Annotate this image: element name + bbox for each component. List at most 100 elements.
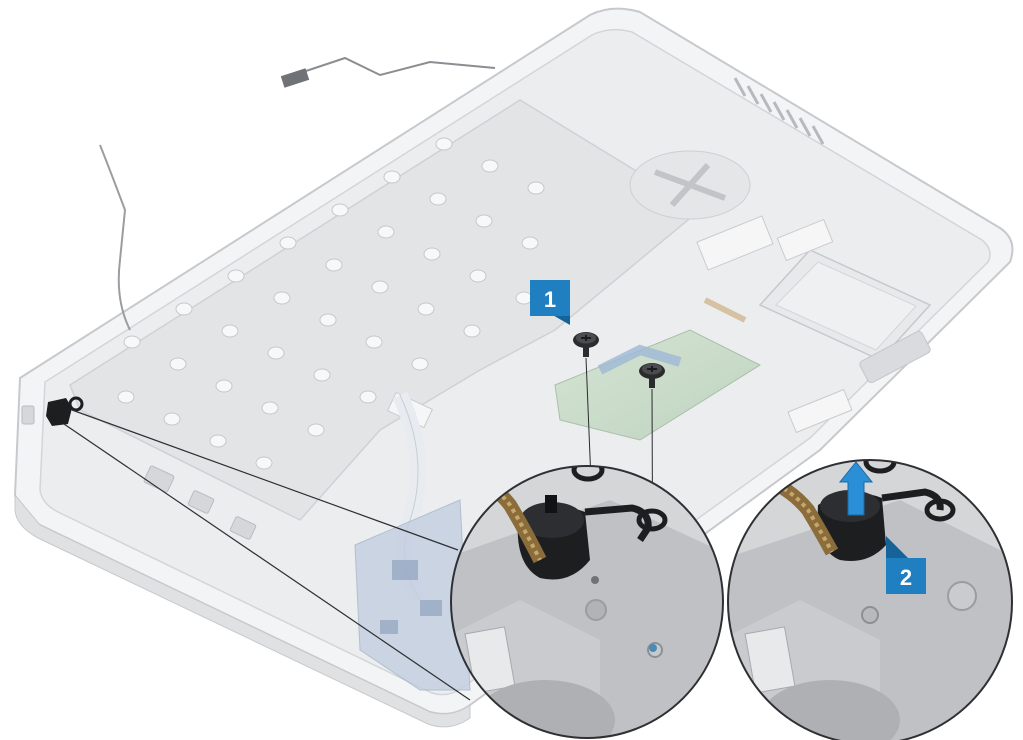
- side-port: [229, 516, 257, 540]
- speaker-module: [859, 330, 931, 384]
- shield-plate: [69, 99, 702, 521]
- screw[interactable]: [639, 363, 665, 388]
- bracket-screw-ring: [636, 508, 668, 532]
- shield-dot: [331, 203, 349, 217]
- touchpad-circuit: [554, 329, 762, 441]
- fan-area: [629, 150, 751, 220]
- shield-dot: [481, 159, 499, 173]
- shield-dot: [209, 434, 227, 448]
- flex-cable: [597, 344, 682, 375]
- shield-dot: [475, 214, 493, 228]
- shield-dot: [279, 236, 297, 250]
- sticker: [776, 218, 834, 262]
- smart-card-inner: [775, 261, 917, 351]
- shield-dot: [117, 390, 135, 404]
- zoom-standoff: [585, 599, 607, 621]
- shield-dot: [515, 291, 533, 305]
- shield-dot: [169, 357, 187, 371]
- keyboard-shield-plate: [69, 99, 702, 521]
- zoom-detail-2: [727, 459, 1013, 740]
- shield-dot: [267, 346, 285, 360]
- zoom-leader-line: [71, 409, 459, 551]
- antenna-cables: [99, 56, 496, 331]
- shield-dot: [307, 423, 325, 437]
- shield-dot: [383, 170, 401, 184]
- chip: [380, 620, 398, 634]
- zoom-round-recess: [760, 680, 900, 740]
- side-port: [187, 490, 215, 514]
- shield-dot: [163, 412, 181, 426]
- shield-dot: [411, 357, 429, 371]
- shield-dot: [261, 401, 279, 415]
- zoom-circle-border: [727, 459, 1013, 740]
- system-board-region: [354, 499, 471, 691]
- screw-hole: [591, 576, 599, 584]
- bracket-arm: [881, 488, 944, 511]
- screw[interactable]: [573, 332, 599, 357]
- antenna-cable: [99, 144, 131, 331]
- shield-dot: [325, 258, 343, 272]
- vent-grill: [733, 77, 825, 145]
- bracket-screw-ring: [924, 498, 956, 522]
- shield-dot: [221, 324, 239, 338]
- fan-cross: [653, 162, 727, 208]
- shield-dot: [423, 247, 441, 261]
- shield-dot: [215, 379, 233, 393]
- shield-dot: [227, 269, 245, 283]
- system-board: [354, 499, 471, 691]
- shield-dot: [365, 335, 383, 349]
- shield-dot: [175, 302, 193, 316]
- flex-cable: [703, 297, 747, 323]
- callout-box: [530, 280, 570, 316]
- shield-dot: [255, 456, 273, 470]
- sticker: [787, 388, 853, 434]
- chassis-inner-frame: [39, 28, 991, 696]
- smart-card-reader: [758, 249, 932, 384]
- shield-dot: [521, 236, 539, 250]
- power-button-cap: [520, 502, 584, 538]
- shield-dot: [463, 324, 481, 338]
- zoom-standoff: [947, 581, 977, 611]
- zoom-port-opening: [744, 626, 796, 694]
- chip: [392, 560, 418, 580]
- power-button-bracket-small[interactable]: [46, 396, 84, 426]
- zoom-leader-line: [63, 423, 471, 701]
- zoom-port-opening: [464, 626, 516, 694]
- callout-box: [886, 558, 926, 594]
- side-port: [21, 405, 35, 425]
- chassis-front-edge: [14, 493, 471, 728]
- shield-dot: [123, 335, 141, 349]
- callout-pointer: [886, 536, 908, 562]
- bracket-screw-ring: [571, 466, 605, 482]
- shield-dot: [417, 302, 435, 316]
- zoom-detail-1: [450, 465, 724, 739]
- antenna-connector: [280, 68, 310, 88]
- shield-dot: [319, 313, 337, 327]
- sticker: [696, 215, 774, 271]
- power-button-pin: [545, 495, 557, 513]
- step-number: 1: [544, 287, 556, 312]
- shield-dot: [273, 291, 291, 305]
- antenna-cable: [284, 56, 496, 79]
- chip: [420, 600, 442, 616]
- zoom-circle-border: [450, 465, 724, 739]
- shield-dot: [469, 269, 487, 283]
- shield-dot: [435, 137, 453, 151]
- shield-dot: [313, 368, 331, 382]
- shield-dot: [371, 280, 389, 294]
- zoom-round-recess: [475, 680, 615, 738]
- screw-hole: [649, 644, 657, 652]
- side-port: [143, 465, 175, 493]
- shield-dot: [429, 192, 447, 206]
- step-callout-1: 1: [530, 280, 570, 325]
- step-callout-2: 2: [886, 536, 926, 594]
- zoom-standoff: [861, 606, 879, 624]
- shield-dot: [377, 225, 395, 239]
- shield-dot: [527, 181, 545, 195]
- palmrest-chassis: [13, 7, 1014, 728]
- step-number: 2: [900, 565, 912, 590]
- lift-arrow-icon: [838, 461, 874, 516]
- shield-dot: [359, 390, 377, 404]
- shield-screw-dots: [117, 137, 545, 470]
